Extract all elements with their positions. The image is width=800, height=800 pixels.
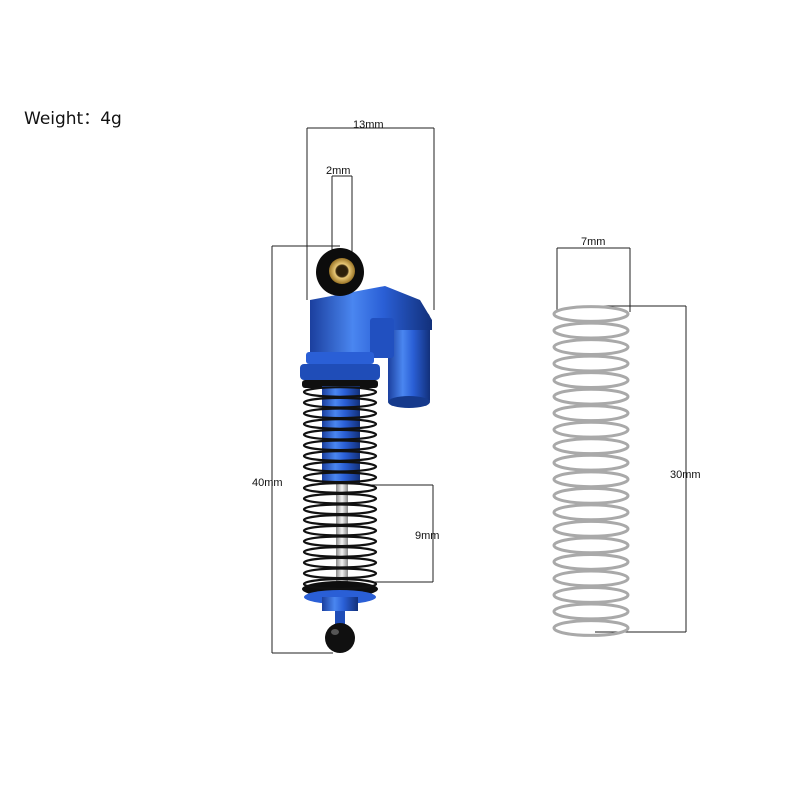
weight-label: Weight：4g: [24, 109, 122, 129]
dim-40mm-label: 40mm: [252, 477, 283, 489]
spring-coil: [302, 578, 378, 590]
spring-coil: [552, 470, 630, 489]
shock-coil-spring: [302, 386, 378, 590]
spring-coil: [552, 586, 630, 604]
shock-absorber: [300, 248, 432, 653]
spring-coil: [552, 453, 630, 472]
spring-coil: [552, 371, 630, 390]
dim-9mm-label: 9mm: [415, 530, 439, 542]
spring-coil: [552, 404, 630, 423]
spring-coil: [552, 503, 630, 522]
spring-coil: [552, 619, 630, 637]
dimension-lines: [271, 127, 687, 654]
spare-silver-spring: [552, 305, 630, 637]
dim-2mm-label: 2mm: [326, 165, 350, 177]
spring-coil: [552, 354, 630, 373]
spring-coil: [552, 552, 630, 571]
spring-coil: [552, 486, 630, 505]
spring-coil: [552, 569, 630, 588]
spring-coil: [552, 602, 630, 621]
dim-30mm-label: 30mm: [670, 469, 701, 481]
spring-coil: [552, 519, 630, 538]
spring-coil: [552, 305, 630, 323]
spring-coil: [552, 321, 630, 340]
spring-coil: [552, 437, 630, 456]
dim-13mm-label: 13mm: [353, 119, 384, 131]
spring-coil: [552, 420, 630, 439]
dim-7mm-label: 7mm: [581, 236, 605, 248]
spring-coil: [552, 338, 630, 356]
spring-coil: [552, 536, 630, 555]
spring-coil: [552, 387, 630, 406]
